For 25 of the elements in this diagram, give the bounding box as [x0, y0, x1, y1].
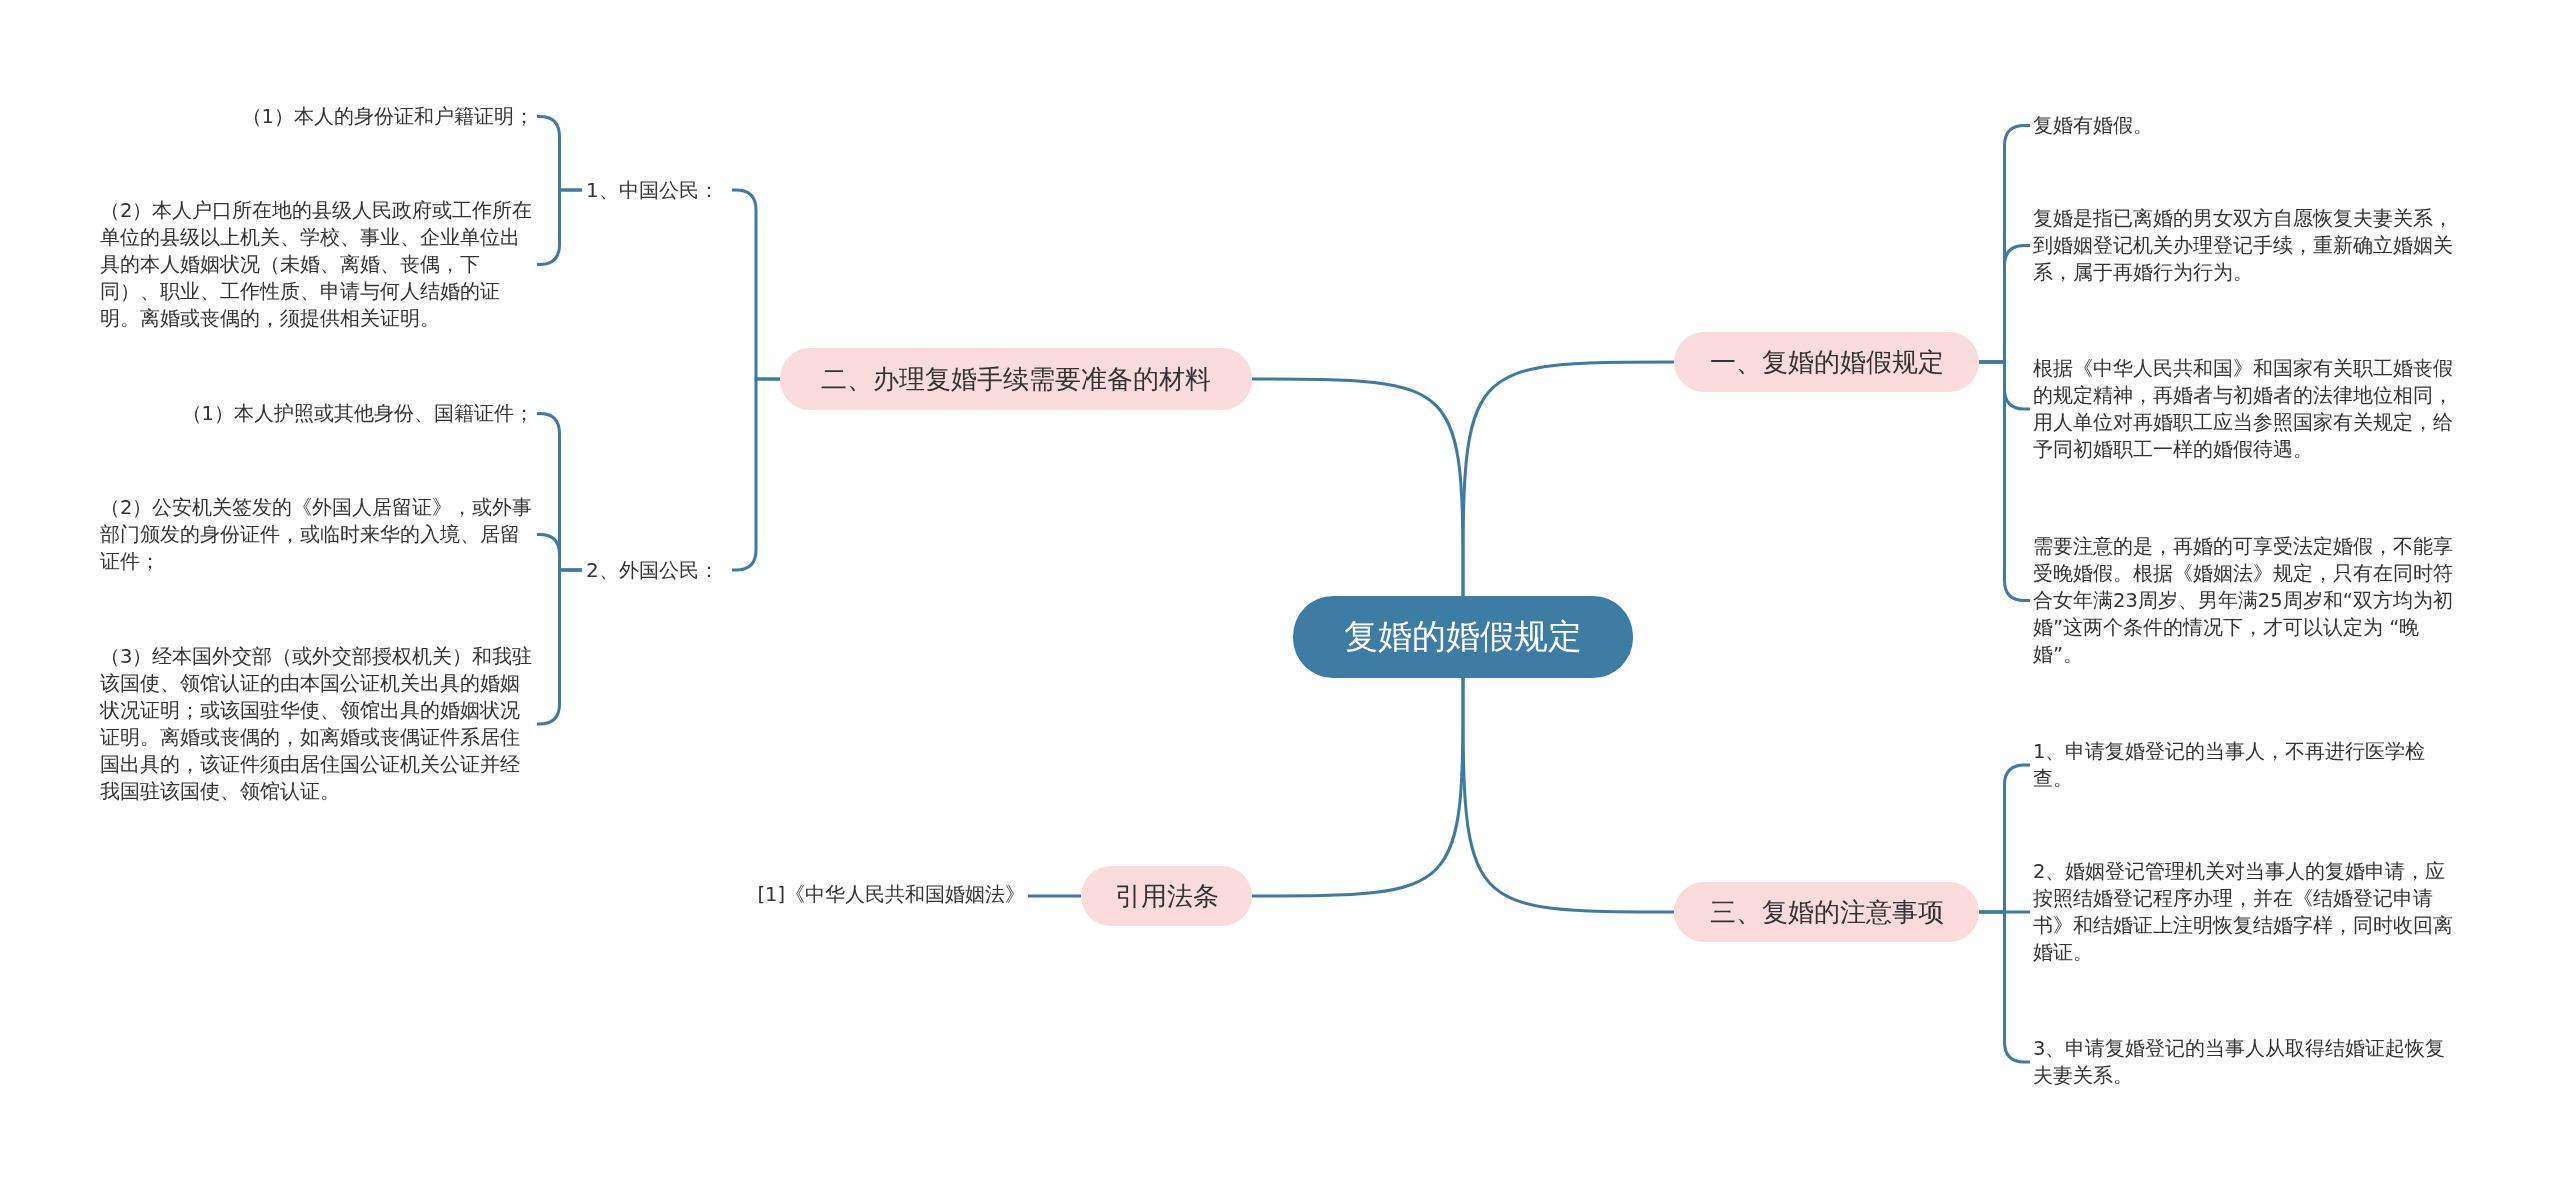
- topic-pill: 三、复婚的注意事项: [1674, 882, 1979, 942]
- note-text: （3）经本国外交部（或外交部授权机关）和我驻该国使、领馆认证的由本国公证机关出具的婚姻状况证明；或该国驻华使、领馆出具的婚姻状况证明。离婚或丧偶的，如离婚或丧偶证件系居住国出具的，该证件须由居住国公证机关公证并经我国驻该国使、领馆认证。: [97, 643, 537, 805]
- note-text: （1）本人护照或其他身份、国籍证件；: [178, 400, 537, 427]
- note-text: （2）公安机关签发的《外国人居留证》，或外事部门颁发的身份证件，或临时来华的入境、居留证件；: [97, 494, 537, 575]
- topic-pill: 二、办理复婚手续需要准备的材料: [780, 348, 1252, 410]
- connector-line: [1028, 894, 1081, 898]
- topic-pill: 一、复婚的婚假规定: [1674, 332, 1979, 392]
- note-text: 1、申请复婚登记的当事人，不再进行医学检查。: [2030, 738, 2460, 792]
- connector-line: [1252, 377, 1465, 596]
- note-text: 根据《中华人民共和国》和国家有关职工婚丧假的规定精神，再婚者与初婚者的法律地位相同，用人单位对再婚职工应当参照国家有关规定，给予同初婚职工一样的婚假待遇。: [2030, 355, 2460, 463]
- note-text: （2）本人户口所在地的县级人民政府或工作所在单位的县级以上机关、学校、事业、企业单位出具的本人婚姻状况（未婚、离婚、丧偶，下同）、职业、工作性质、申请与何人结婚的证明。离婚或丧偶的，须提供相关证明。: [97, 197, 537, 332]
- connector-line: [1461, 360, 1674, 596]
- topic-pill: 引用法条: [1081, 866, 1252, 926]
- note-text: 需要注意的是，再婚的可享受法定婚假，不能享受晚婚假。根据《婚姻法》规定，只有在同时符合女年满23周岁、男年满25周岁和“双方均为初婚”这两个条件的情况下，才可以认定为 “晚婚”。: [2030, 533, 2460, 668]
- note-text: 复婚有婚假。: [2030, 112, 2460, 139]
- subtopic-text: 2、外国公民：: [582, 555, 732, 585]
- note-text: 复婚是指已离婚的男女双方自愿恢复夫妻关系，到婚姻登记机关办理登记手续，重新确立婚姻关系，属于再婚行为行为。: [2030, 205, 2460, 286]
- central-topic: 复婚的婚假规定: [1293, 596, 1633, 678]
- subtopic-text: 1、中国公民：: [582, 175, 732, 205]
- note-text: [1]《中华人民共和国婚姻法》: [754, 881, 1028, 908]
- connector-line: [1461, 678, 1674, 914]
- connector-line: [1252, 678, 1465, 898]
- note-text: （1）本人的身份证和户籍证明；: [238, 103, 537, 130]
- note-text: 3、申请复婚登记的当事人从取得结婚证起恢复夫妻关系。: [2030, 1035, 2460, 1089]
- note-text: 2、婚姻登记管理机关对当事人的复婚申请，应按照结婚登记程序办理，并在《结婚登记申请书》和结婚证上注明恢复结婚字样，同时收回离婚证。: [2030, 858, 2460, 966]
